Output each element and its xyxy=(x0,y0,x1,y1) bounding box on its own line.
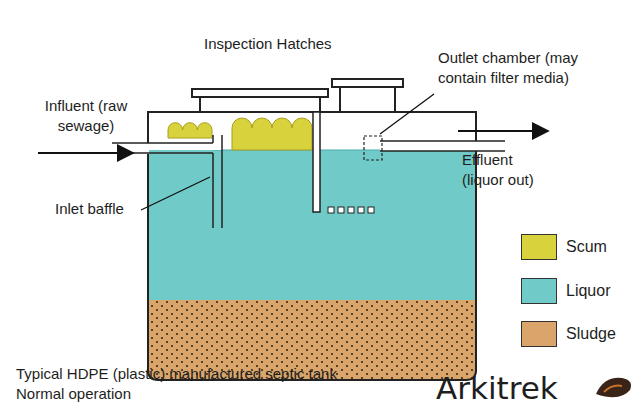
legend-label: Sludge xyxy=(566,324,616,344)
outlet-pipe xyxy=(380,141,505,151)
watermark: Arkitrek xyxy=(436,370,558,406)
effluent-label: Effluent (liquor out) xyxy=(462,150,546,190)
liquor xyxy=(149,150,475,302)
logo-mark xyxy=(596,378,631,397)
influent-label: Influent (raw sewage) xyxy=(40,96,132,136)
filter-media xyxy=(364,136,382,160)
legend-swatch xyxy=(521,321,557,347)
inlet-baffle-label: Inlet baffle xyxy=(55,199,124,219)
inlet-pipe xyxy=(112,143,213,153)
outlet-hatch-lid xyxy=(332,79,403,87)
outlet-hatch-riser xyxy=(340,86,395,113)
legend-swatch xyxy=(521,278,557,304)
outlet-chamber-label: Outlet chamber (may contain filter media… xyxy=(438,48,590,88)
legend-swatch xyxy=(521,234,557,260)
scum-left xyxy=(168,123,212,138)
tank-wall xyxy=(148,112,476,380)
caption: Typical HDPE (plastic) manufactured sept… xyxy=(16,364,346,404)
inlet-hatch-riser xyxy=(200,96,320,113)
heading-label: Inspection Hatches xyxy=(204,34,332,54)
chamber-holes xyxy=(328,207,374,213)
effluent-arrow xyxy=(458,130,548,132)
tank-body xyxy=(148,112,476,380)
inlet-baffle xyxy=(221,135,223,228)
influent-arrow xyxy=(38,152,133,154)
leader-line xyxy=(141,177,210,210)
inlet-baffle xyxy=(212,153,214,228)
chamber-wall xyxy=(313,112,320,212)
scum-main xyxy=(232,118,312,150)
tank xyxy=(112,79,505,380)
legend-label: Liquor xyxy=(566,281,610,301)
legend-label: Scum xyxy=(566,237,607,257)
inlet-baffle xyxy=(212,135,214,143)
inlet-hatch-lid xyxy=(192,89,328,97)
leader-line xyxy=(380,94,434,134)
